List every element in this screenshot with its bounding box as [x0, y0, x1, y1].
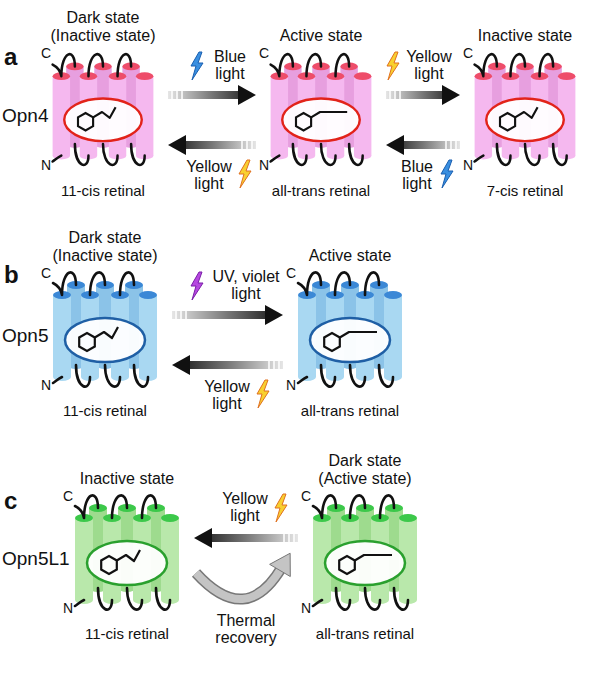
panel-letter: a [4, 44, 17, 70]
terminus-letter: N [286, 377, 296, 393]
state-heading: Active state [309, 247, 392, 265]
state-heading: Dark state (Inactive state) [43, 9, 163, 45]
terminus-letter: N [41, 157, 51, 173]
state-heading: Dark state (Active state) [305, 452, 425, 488]
opsin-illustration [462, 45, 588, 180]
light-label: Yellow light [182, 158, 236, 192]
opsin-illustration [40, 45, 166, 180]
opsin-figure: CN [62, 488, 192, 623]
opsin-figure: CN [40, 265, 170, 400]
state-heading: Active state [280, 27, 363, 45]
opsin-illustration [285, 265, 415, 400]
opsin-figure: CN [40, 45, 166, 180]
light-arrow [168, 85, 256, 105]
light-arrow [172, 305, 283, 325]
retinal-label: 7-cis retinal [462, 182, 588, 200]
opsin-name: Opn5 [2, 325, 48, 347]
opsin-state: Dark state (Inactive state)CN11-cis reti… [40, 5, 166, 200]
yellow-light-bolt [257, 380, 269, 408]
state-heading-row: Inactive state [462, 5, 588, 45]
terminus-letter: N [259, 157, 269, 173]
opsin-state: Active stateCNall-trans retinal [258, 5, 384, 200]
retinal-label: all-trans retinal [285, 402, 415, 420]
opsin-illustration [40, 265, 170, 400]
state-heading-row: Inactive state [62, 448, 192, 488]
terminus-letter: N [41, 377, 51, 393]
opsin-figure: CN [300, 488, 430, 623]
state-heading-row: Dark state (Active state) [300, 448, 430, 488]
opsin-state: Inactive stateCN11-cis retinal [62, 448, 192, 643]
terminus-letter: C [63, 488, 73, 504]
light-arrow [172, 355, 283, 375]
state-heading: Inactive state [478, 27, 572, 45]
opsin-state: Dark state (Active state)CNall-trans ret… [300, 448, 430, 643]
light-label: Blue light [395, 158, 439, 192]
light-label: Yellow light [402, 48, 456, 82]
terminus-letter: N [463, 157, 473, 173]
retinal-label: all-trans retinal [300, 625, 430, 643]
panel-letter: c [4, 488, 17, 514]
terminus-letter: C [286, 265, 296, 281]
opsin-figure: CN [462, 45, 588, 180]
retinal-label: all-trans retinal [258, 182, 384, 200]
opsin-state: Inactive stateCN7-cis retinal [462, 5, 588, 200]
light-arrow [194, 528, 298, 548]
opsin-illustration [300, 488, 430, 623]
state-heading: Dark state (Inactive state) [45, 229, 165, 265]
terminus-letter: C [259, 45, 269, 61]
opsin-illustration [62, 488, 192, 623]
state-heading-row: Dark state (Inactive state) [40, 5, 166, 45]
yellow-light-bolt [239, 160, 251, 188]
terminus-letter: N [63, 600, 73, 616]
light-arrow [386, 85, 460, 105]
opsin-name: Opn5L1 [2, 548, 70, 570]
thermal-arrow [196, 553, 290, 599]
yellow-light-bolt [275, 494, 287, 522]
terminus-letter: N [301, 600, 311, 616]
blue-light-bolt [441, 160, 453, 188]
retinal-label: 11-cis retinal [62, 625, 192, 643]
light-arrow [168, 135, 256, 155]
light-label: UV, violet light [208, 268, 284, 302]
terminus-letter: C [463, 45, 473, 61]
opsin-state: Active stateCNall-trans retinal [285, 225, 415, 420]
state-heading-row: Active state [285, 225, 415, 265]
terminus-letter: C [301, 488, 311, 504]
light-label: Blue light [206, 48, 254, 82]
opsin-figure: CN [258, 45, 384, 180]
opsin-illustration [258, 45, 384, 180]
blue-light-bolt [191, 52, 203, 80]
light-arrow [386, 135, 460, 155]
violet-light-bolt [191, 272, 203, 300]
light-label: Yellow light [200, 378, 254, 412]
state-heading-row: Active state [258, 5, 384, 45]
terminus-letter: C [41, 45, 51, 61]
opsin-name: Opn4 [2, 105, 48, 127]
state-heading: Inactive state [80, 470, 174, 488]
panel-letter: b [4, 262, 19, 288]
terminus-letter: C [41, 265, 51, 281]
light-label: Thermal recovery [198, 612, 294, 646]
opsin-figure: CN [285, 265, 415, 400]
opsin-state: Dark state (Inactive state)CN11-cis reti… [40, 225, 170, 420]
retinal-label: 11-cis retinal [40, 402, 170, 420]
retinal-label: 11-cis retinal [40, 182, 166, 200]
yellow-light-bolt [387, 52, 399, 80]
state-heading-row: Dark state (Inactive state) [40, 225, 170, 265]
light-label: Yellow light [218, 490, 272, 524]
